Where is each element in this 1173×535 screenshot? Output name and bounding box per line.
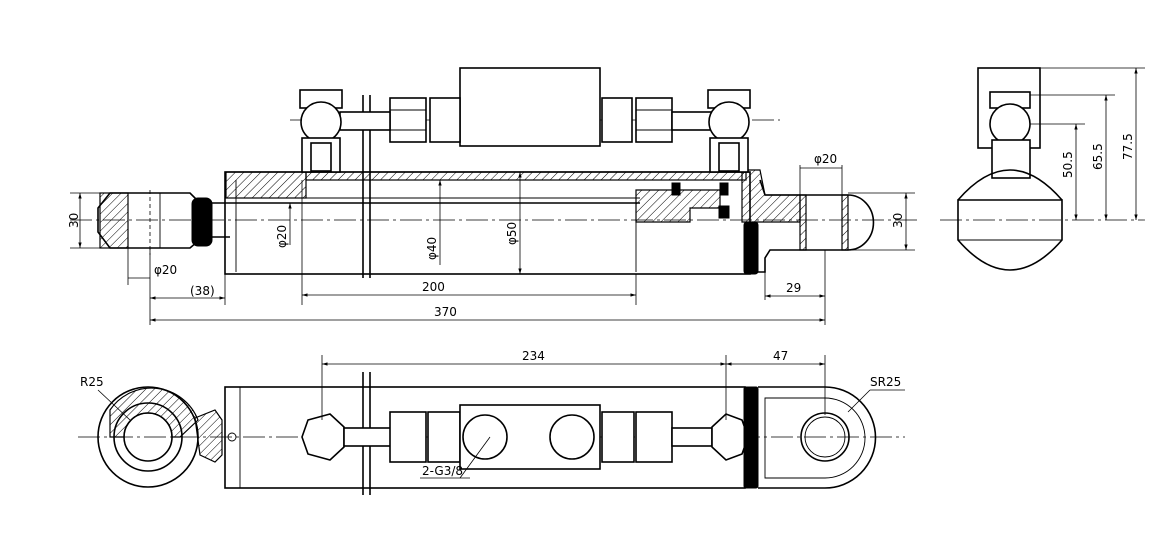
dim-77-5: 77.5 — [1121, 133, 1135, 160]
dim-SR25: SR25 — [870, 375, 901, 389]
dim-phi20-rod: φ20 — [275, 225, 289, 248]
dim-phi20-bottom: φ20 — [154, 263, 177, 277]
dim-29: 29 — [786, 281, 801, 295]
dim-30-right: 30 — [891, 213, 905, 228]
dim-30-left: 30 — [67, 213, 81, 228]
valve-block — [339, 67, 713, 147]
front-view: 30 φ20 (38) φ20 φ40 φ50 200 370 29 φ20 3… — [67, 67, 920, 325]
fitting-right — [707, 89, 751, 173]
dim-65-5: 65.5 — [1091, 143, 1105, 170]
dim-200: 200 — [422, 280, 445, 294]
cap-eye-top: SR25 — [758, 375, 905, 489]
cylinder-tube — [224, 171, 751, 275]
dim-50-5: 50.5 — [1061, 151, 1075, 178]
dim-phi50: φ50 — [505, 222, 519, 245]
dim-ports: 2-G3/8 — [422, 464, 463, 478]
top-view: R25 2-G3/8 SR25 — [78, 349, 905, 495]
dim-phi40: φ40 — [425, 237, 439, 260]
rod-eye-left: R25 — [80, 375, 223, 488]
dim-R25: R25 — [80, 375, 104, 389]
dim-234: 234 — [522, 349, 545, 363]
dim-phi20-top: φ20 — [814, 152, 837, 166]
dim-370: 370 — [434, 305, 457, 319]
cap-end-eye — [741, 169, 875, 275]
dim-38: (38) — [190, 284, 215, 298]
side-view: 50.5 65.5 77.5 — [940, 67, 1145, 271]
rod-end-clevis — [97, 190, 213, 255]
fitting-left — [299, 89, 343, 173]
dim-47: 47 — [773, 349, 788, 363]
